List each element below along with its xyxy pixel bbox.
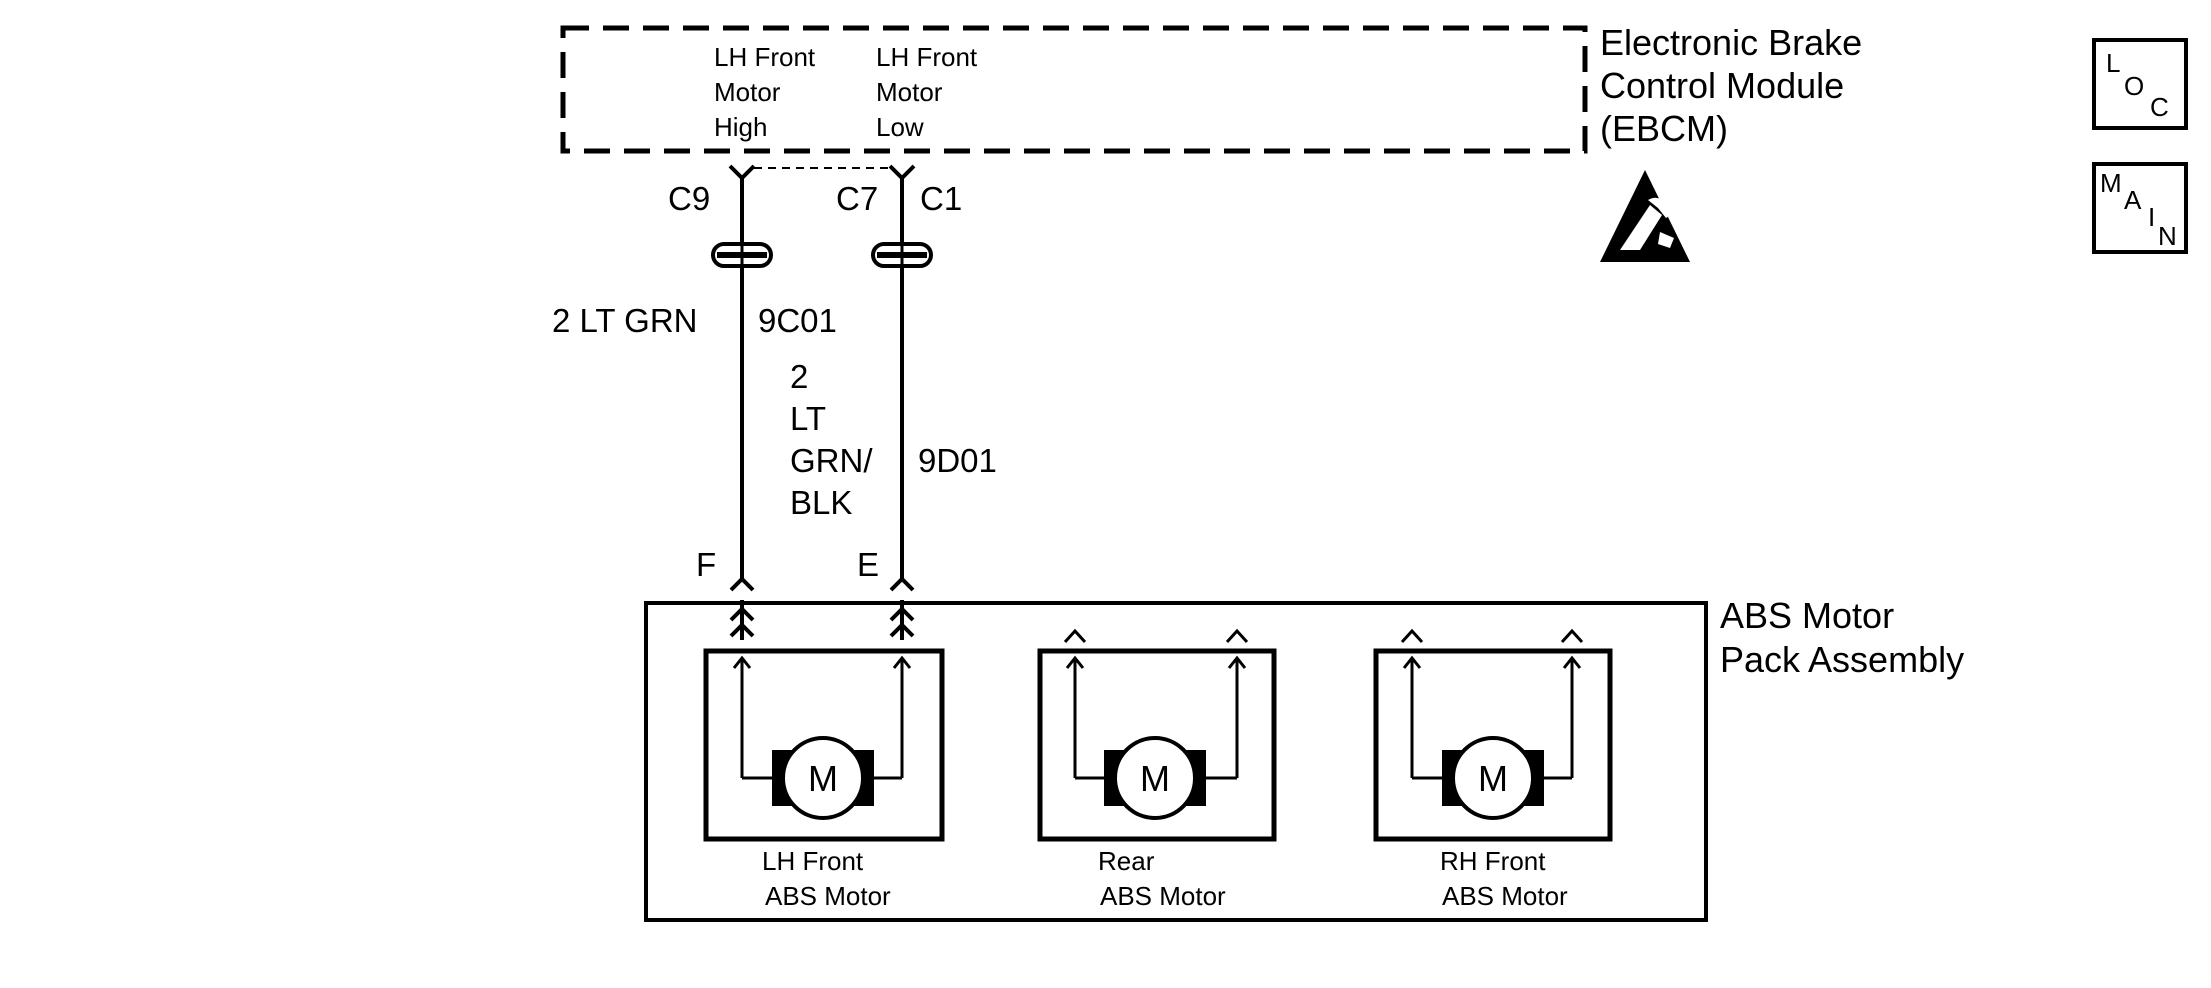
wire-9d01-splice-icon	[871, 242, 933, 268]
loc-button-letter-2: O	[2124, 71, 2144, 101]
connector-c1-label: C1	[920, 180, 962, 217]
wire-9c01-splice-icon	[711, 242, 773, 268]
ebcm-pin-1-label-line1: LH Front	[714, 42, 816, 72]
connector-c7-label: C7	[836, 180, 878, 217]
ebcm-pin-2-label-line1: LH Front	[876, 42, 978, 72]
rh-front-motor-symbol: M	[1478, 758, 1508, 799]
rh-front-motor-label-line2: ABS Motor	[1442, 881, 1568, 911]
ebcm-title-line2: Control Module	[1600, 65, 1844, 106]
connector-c9-label: C9	[668, 180, 710, 217]
lh-front-motor-symbol-icon	[781, 736, 865, 820]
loc-button-letter-1: L	[2106, 48, 2120, 78]
ebcm-title-line1: Electronic Brake	[1600, 22, 1862, 63]
lh-front-motor-label-line1: LH Front	[762, 846, 864, 876]
rear-motor-symbol-icon	[1113, 736, 1197, 820]
lh-front-motor-label-line2: ABS Motor	[765, 881, 891, 911]
esd-warning-icon	[1600, 170, 1690, 262]
main-button-letter-3: I	[2148, 202, 2155, 232]
wire-9c01-color: 2 LT GRN	[552, 302, 698, 339]
rear-motor-label-line1: Rear	[1098, 846, 1155, 876]
rear-motor-symbol: M	[1140, 758, 1170, 799]
ebcm-pin-1-label-line3: High	[714, 112, 767, 142]
main-button[interactable]: M A I N	[2092, 162, 2188, 254]
rh-front-motor-symbol-icon	[1451, 736, 1535, 820]
main-button-letter-2: A	[2124, 185, 2142, 215]
pack-pin-e-label: E	[857, 546, 879, 583]
wire-9d01-color-line1: 2	[790, 358, 808, 395]
ebcm-pin-1-label-line2: Motor	[714, 77, 781, 107]
wire-9d01-color-line3: GRN/	[790, 442, 873, 479]
rear-abs-motor[interactable]: M	[1037, 628, 1277, 842]
wire-9c01-circuit: 9C01	[758, 302, 837, 339]
loc-button[interactable]: L O C	[2092, 38, 2188, 130]
main-button-letter-4: N	[2158, 221, 2177, 251]
loc-button-letter-3: C	[2150, 92, 2169, 122]
ebcm-title-line3: (EBCM)	[1600, 108, 1728, 149]
pack-pin-f-label: F	[696, 546, 716, 583]
rh-front-motor-label-line1: RH Front	[1440, 846, 1546, 876]
ebcm-module[interactable]: LH Front Motor High LH Front Motor Low	[560, 25, 1588, 154]
lh-motor-connector-arrows-icon	[729, 600, 915, 640]
pack-title-line1: ABS Motor	[1720, 595, 1894, 636]
abs-motor-pack[interactable]	[644, 601, 1708, 922]
wire-9d01-color-line4: BLK	[790, 484, 852, 521]
ebcm-pin-2-label-line2: Motor	[876, 77, 943, 107]
pack-title-line2: Pack Assembly	[1720, 639, 1964, 680]
wire-9d01-color-line2: LT	[790, 400, 826, 437]
lh-front-motor-symbol: M	[808, 758, 838, 799]
rh-front-abs-motor[interactable]: M	[1373, 628, 1613, 842]
rear-motor-label-line2: ABS Motor	[1100, 881, 1226, 911]
pack-pin-f[interactable]	[729, 576, 755, 592]
connector-c7-c1[interactable]	[888, 164, 916, 181]
ebcm-pin-2-label-line3: Low	[876, 112, 924, 142]
wire-9d01-circuit: 9D01	[918, 442, 997, 479]
connector-c9[interactable]	[728, 164, 756, 181]
pack-pin-e[interactable]	[889, 576, 915, 592]
main-button-letter-1: M	[2100, 168, 2122, 198]
lh-front-abs-motor[interactable]: M	[703, 648, 945, 842]
